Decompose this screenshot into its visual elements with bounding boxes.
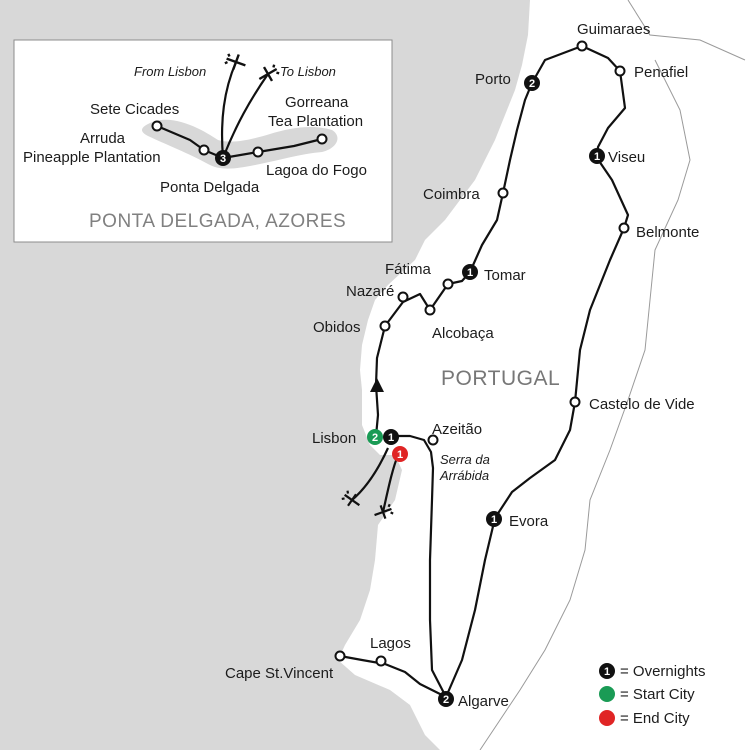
- badge-tomar: 1: [462, 264, 478, 280]
- label-gorreana-2: Tea Plantation: [268, 113, 363, 130]
- svg-text:2: 2: [372, 432, 378, 444]
- label-serra-2: Arrábida: [439, 468, 489, 483]
- svg-text:1: 1: [397, 449, 403, 461]
- flight-out: [351, 447, 390, 501]
- badge-evora: 1: [486, 511, 502, 527]
- direction-arrow-icon: [370, 378, 384, 392]
- inset-route-east: [222, 137, 323, 160]
- plane-icon: [374, 503, 394, 519]
- country-label: PORTUGAL: [441, 367, 560, 390]
- inset-route-west: [156, 124, 224, 160]
- stop-obidos: [379, 320, 391, 332]
- badge-lisbon-end: 1: [392, 446, 408, 462]
- label-belmonte: Belmonte: [636, 224, 699, 241]
- svg-text:3: 3: [220, 153, 226, 165]
- stop-penafiel: [614, 65, 626, 77]
- label-alcobaca: Alcobaça: [432, 325, 494, 342]
- route-south: [339, 654, 447, 698]
- stop-castelo: [569, 396, 581, 408]
- stop-alcobaca: [424, 304, 436, 316]
- stop-belmonte: [618, 222, 630, 234]
- label-coimbra: Coimbra: [423, 186, 480, 203]
- border-line: [479, 0, 746, 750]
- stop-azeitao: [427, 434, 439, 446]
- svg-text:= Start City: = Start City: [620, 686, 695, 703]
- stop-gorreana: [316, 133, 328, 145]
- svg-text:1: 1: [604, 666, 610, 678]
- label-fatima: Fátima: [385, 261, 432, 278]
- legend-overnight: 1 = Overnights: [599, 663, 705, 680]
- label-viseu: Viseu: [608, 149, 645, 166]
- label-algarve: Algarve: [458, 693, 509, 710]
- route-loop: [395, 44, 630, 699]
- badge-porto: 2: [524, 75, 540, 91]
- badge-lisbon: 1: [383, 429, 399, 445]
- badge-lisbon-start: 2: [367, 429, 383, 445]
- stop-lagoa: [252, 146, 264, 158]
- land-iberia: [338, 0, 750, 750]
- label-nazare: Nazaré: [346, 283, 394, 300]
- stop-lagos: [375, 655, 387, 667]
- route-lines: [156, 44, 630, 699]
- label-gorreana: Gorreana: [285, 94, 349, 111]
- inset-flight-from: [220, 61, 238, 159]
- legend-start: = Start City: [599, 686, 695, 703]
- svg-text:2: 2: [443, 694, 449, 706]
- svg-text:= Overnights: = Overnights: [620, 663, 705, 680]
- label-lisbon: Lisbon: [312, 430, 356, 447]
- inset-title: PONTA DELGADA, AZORES: [89, 211, 346, 232]
- legend: 1 = Overnights = Start City = End City: [599, 663, 705, 727]
- svg-text:1: 1: [491, 514, 497, 526]
- plane-icon: [258, 64, 280, 82]
- svg-text:2: 2: [529, 78, 535, 90]
- inset-flight-to: [221, 73, 269, 159]
- badge-ponta-delgada: 3: [215, 150, 231, 166]
- plane-icon: [224, 53, 246, 70]
- label-arruda-2: Pineapple Plantation: [23, 149, 161, 166]
- svg-text:1: 1: [467, 267, 473, 279]
- svg-text:1: 1: [594, 151, 600, 163]
- route-north: [374, 82, 534, 437]
- island-sao-miguel: [142, 119, 338, 169]
- label-azeitao: Azeitão: [432, 421, 482, 438]
- stop-coimbra: [497, 187, 509, 199]
- stop-arruda: [198, 144, 210, 156]
- label-from-lisbon: From Lisbon: [134, 64, 206, 79]
- legend-end: = End City: [599, 710, 690, 727]
- stop-cape: [334, 650, 346, 662]
- stop-guimaraes: [576, 40, 588, 52]
- label-cape: Cape St.Vincent: [225, 665, 334, 682]
- label-tomar: Tomar: [484, 267, 526, 284]
- label-porto: Porto: [475, 71, 511, 88]
- label-castelo: Castelo de Vide: [589, 396, 695, 413]
- label-guimaraes: Guimaraes: [577, 21, 650, 38]
- label-serra-1: Serra da: [440, 452, 490, 467]
- stop-sete: [151, 120, 163, 132]
- label-evora: Evora: [509, 513, 549, 530]
- city-stops: [151, 40, 630, 667]
- badge-viseu: 1: [589, 148, 605, 164]
- label-penafiel: Penafiel: [634, 64, 688, 81]
- label-arruda: Arruda: [80, 130, 126, 147]
- label-sete-cicades: Sete Cicades: [90, 101, 179, 118]
- label-obidos: Obidos: [313, 319, 361, 336]
- plane-icon: [341, 490, 361, 507]
- badge-algarve: 2: [438, 691, 454, 707]
- svg-text:1: 1: [388, 432, 394, 444]
- label-ponta-delgada: Ponta Delgada: [160, 179, 260, 196]
- label-lagoa: Lagoa do Fogo: [266, 162, 367, 179]
- stop-fatima: [442, 278, 454, 290]
- svg-text:= End City: = End City: [620, 710, 690, 727]
- stop-nazare: [397, 291, 409, 303]
- label-to-lisbon: To Lisbon: [280, 64, 336, 79]
- label-lagos: Lagos: [370, 635, 411, 652]
